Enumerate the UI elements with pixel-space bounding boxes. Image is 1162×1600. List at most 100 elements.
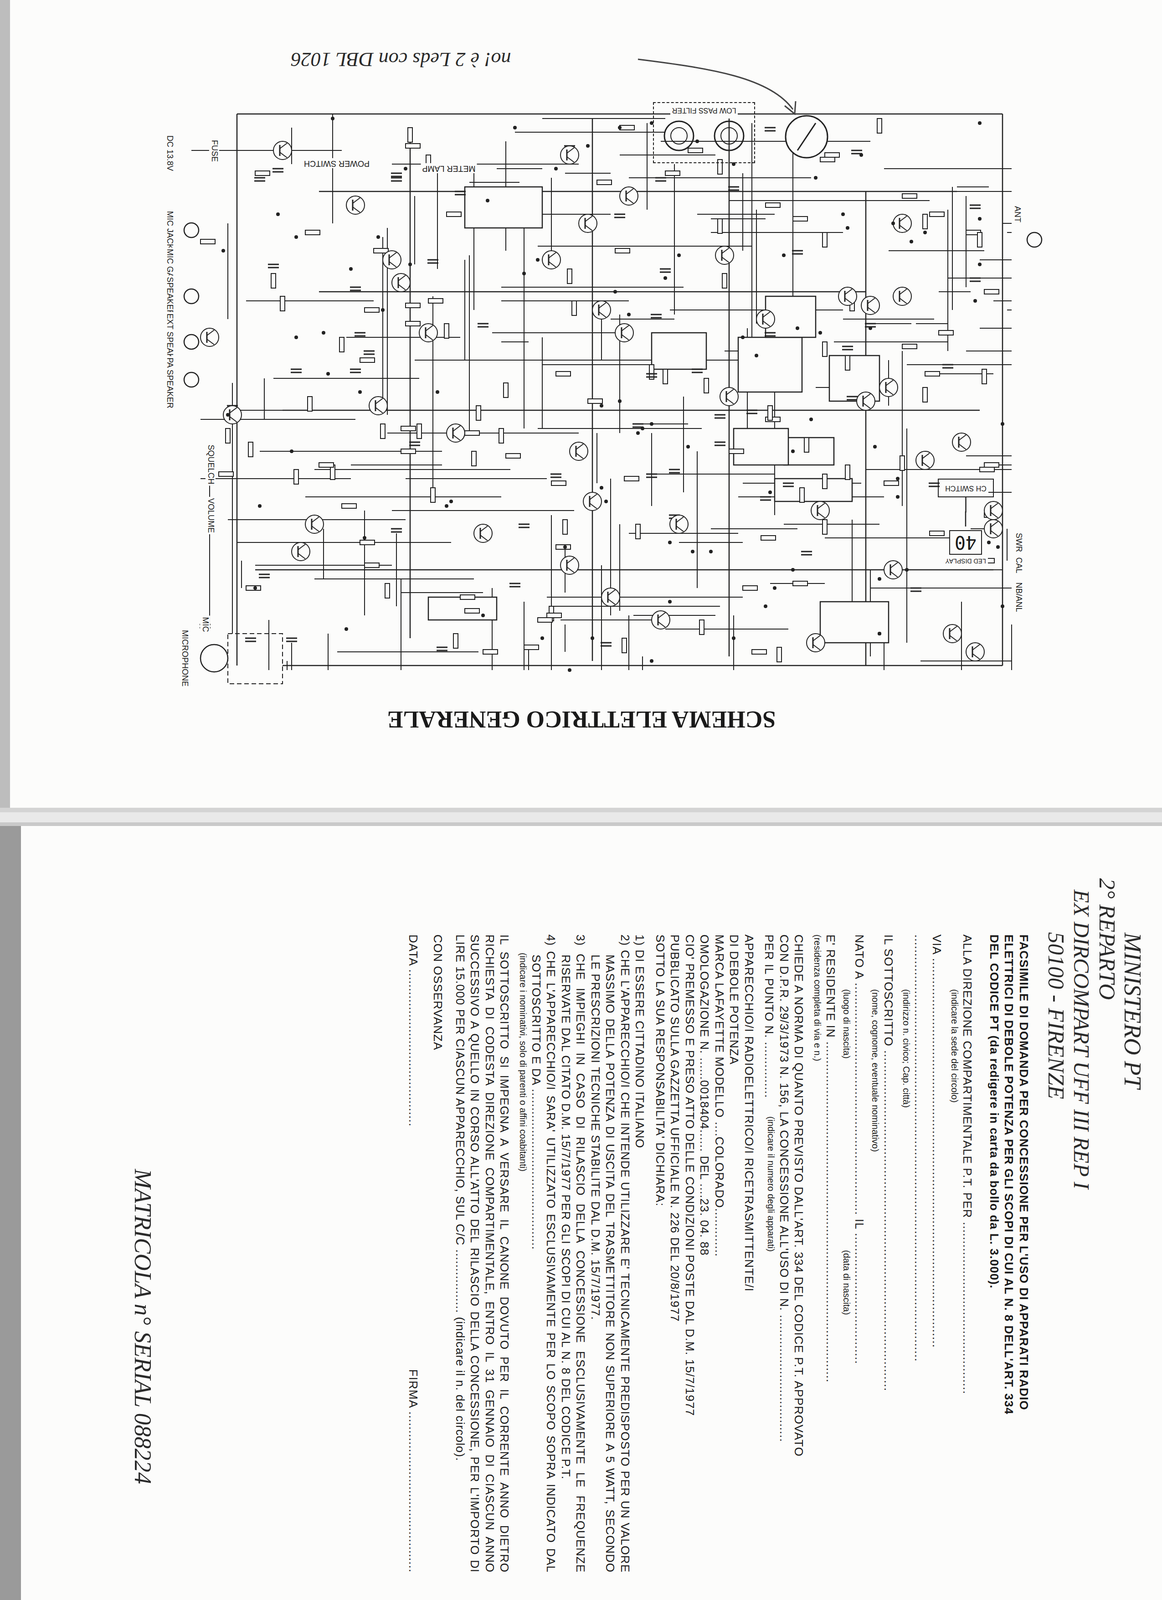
- capacitor-symbol: [286, 637, 298, 639]
- part-label: SPEAKER: [164, 275, 175, 317]
- meter-needle: [797, 123, 816, 151]
- transistor-symbol: [583, 492, 602, 511]
- transistor-symbol: [621, 325, 629, 331]
- resistor-symbol: [979, 467, 995, 472]
- resistor-symbol: [929, 211, 945, 217]
- capacitor-symbol: [454, 190, 466, 193]
- junction-dot: [326, 371, 330, 376]
- capacitor-symbol: [691, 371, 703, 374]
- form-row: 2) CHE L'APPARECCHIO/I CHE INTENDE UTILI…: [588, 934, 633, 1573]
- transistor-symbol: [223, 405, 242, 424]
- wire: [843, 318, 935, 320]
- capacitor-symbol: [550, 473, 562, 475]
- junction-dot: [617, 125, 622, 130]
- capacitor-symbol: [427, 259, 439, 261]
- resistor-symbol: [318, 462, 334, 468]
- resistor-symbol: [339, 337, 345, 352]
- wire: [665, 628, 789, 630]
- capacitor-symbol: [614, 213, 626, 216]
- transistor-symbol: [958, 436, 960, 448]
- transistor-symbol: [651, 610, 670, 629]
- wire: [979, 327, 1012, 329]
- form-row: MARCA LAFAYETTE MODELLO ....COLORADO....…: [712, 934, 728, 1573]
- wire: [865, 191, 867, 666]
- wire: [651, 432, 653, 506]
- junction-dot: [599, 485, 604, 490]
- form-row: VIA ....................................…: [929, 934, 945, 1573]
- capacitor-symbol: [518, 526, 530, 529]
- capacitor-symbol: [258, 576, 270, 579]
- resistor-symbol: [776, 647, 782, 662]
- junction-dot: [330, 116, 335, 121]
- form-line: CON OSSERVANZA: [430, 934, 446, 1050]
- form-row: PUBBLICATO SULLA GAZZETTA UFFICIALE N. 2…: [667, 934, 683, 1573]
- wire: [501, 286, 684, 288]
- form-line: CHIEDE A NORMA DI QUANTO PREVISTO DALL'A…: [791, 934, 807, 1457]
- wire: [564, 624, 566, 652]
- junction-dot: [513, 125, 517, 130]
- transistor-symbol: [305, 514, 324, 534]
- capacitor-symbol: [668, 468, 680, 471]
- junction-dot: [791, 567, 795, 572]
- transistor-symbol: [382, 250, 402, 269]
- resistor-symbol: [982, 369, 987, 384]
- capacitor-symbol: [801, 550, 813, 553]
- transistor-symbol: [598, 304, 600, 316]
- transistor-symbol: [721, 249, 723, 261]
- wire: [965, 195, 967, 288]
- transistor-symbol: [990, 523, 992, 535]
- transistor-symbol: [915, 451, 935, 470]
- wire: [263, 378, 265, 420]
- capacitor-symbol: [668, 472, 680, 474]
- resistor-symbol: [624, 476, 639, 481]
- transistor-symbol: [922, 462, 930, 468]
- resistor-symbol: [305, 230, 320, 235]
- transistor-symbol: [817, 504, 819, 516]
- wire: [1011, 624, 1013, 670]
- junction-dot: [567, 668, 572, 672]
- wire: [733, 615, 735, 670]
- junction-dot: [640, 426, 645, 431]
- transistor-symbol: [669, 514, 689, 534]
- transistor-symbol: [949, 635, 957, 641]
- capacitor-symbol: [764, 130, 776, 132]
- ic-block: [651, 332, 707, 370]
- wire: [947, 277, 1012, 279]
- wire: [236, 113, 1003, 115]
- display-digits: 40: [949, 529, 983, 555]
- transistor-symbol: [578, 214, 597, 233]
- resistor-symbol: [984, 462, 999, 468]
- transistor-symbol: [566, 156, 575, 163]
- resistor-symbol: [884, 480, 899, 486]
- resistor-symbol: [505, 453, 521, 458]
- wire: [305, 496, 502, 498]
- capacitor-symbol: [846, 395, 858, 398]
- transistor-symbol: [480, 534, 488, 541]
- ic-block: [733, 428, 789, 465]
- resistor-symbol: [922, 214, 928, 229]
- capacitor-symbol: [760, 499, 772, 501]
- junction-dot: [349, 267, 353, 271]
- transistor-symbol: [619, 186, 638, 206]
- capacitor-symbol: [646, 376, 658, 378]
- junction-dot: [891, 221, 895, 226]
- wire: [268, 619, 270, 670]
- wire: [628, 532, 739, 534]
- capacitor-symbol: [509, 582, 521, 585]
- resistor-symbol: [977, 232, 983, 247]
- form-line: (luogo di nascita): [840, 988, 853, 1059]
- wire: [528, 647, 530, 670]
- resistor-symbol: [498, 428, 504, 443]
- capacitor-symbol: [969, 204, 981, 206]
- capacitor-symbol: [518, 523, 530, 525]
- wire: [409, 136, 412, 638]
- handwritten-serial: MATRICOLA n° SERIAL 088224: [128, 1167, 156, 1486]
- resistor-symbol: [555, 371, 571, 376]
- capacitor-symbol: [349, 286, 361, 288]
- transistor-symbol: [425, 327, 427, 339]
- transistor-symbol: [899, 225, 907, 231]
- junction-dot: [294, 335, 299, 340]
- wire: [451, 113, 584, 115]
- wire: [673, 164, 675, 315]
- wire: [642, 656, 643, 670]
